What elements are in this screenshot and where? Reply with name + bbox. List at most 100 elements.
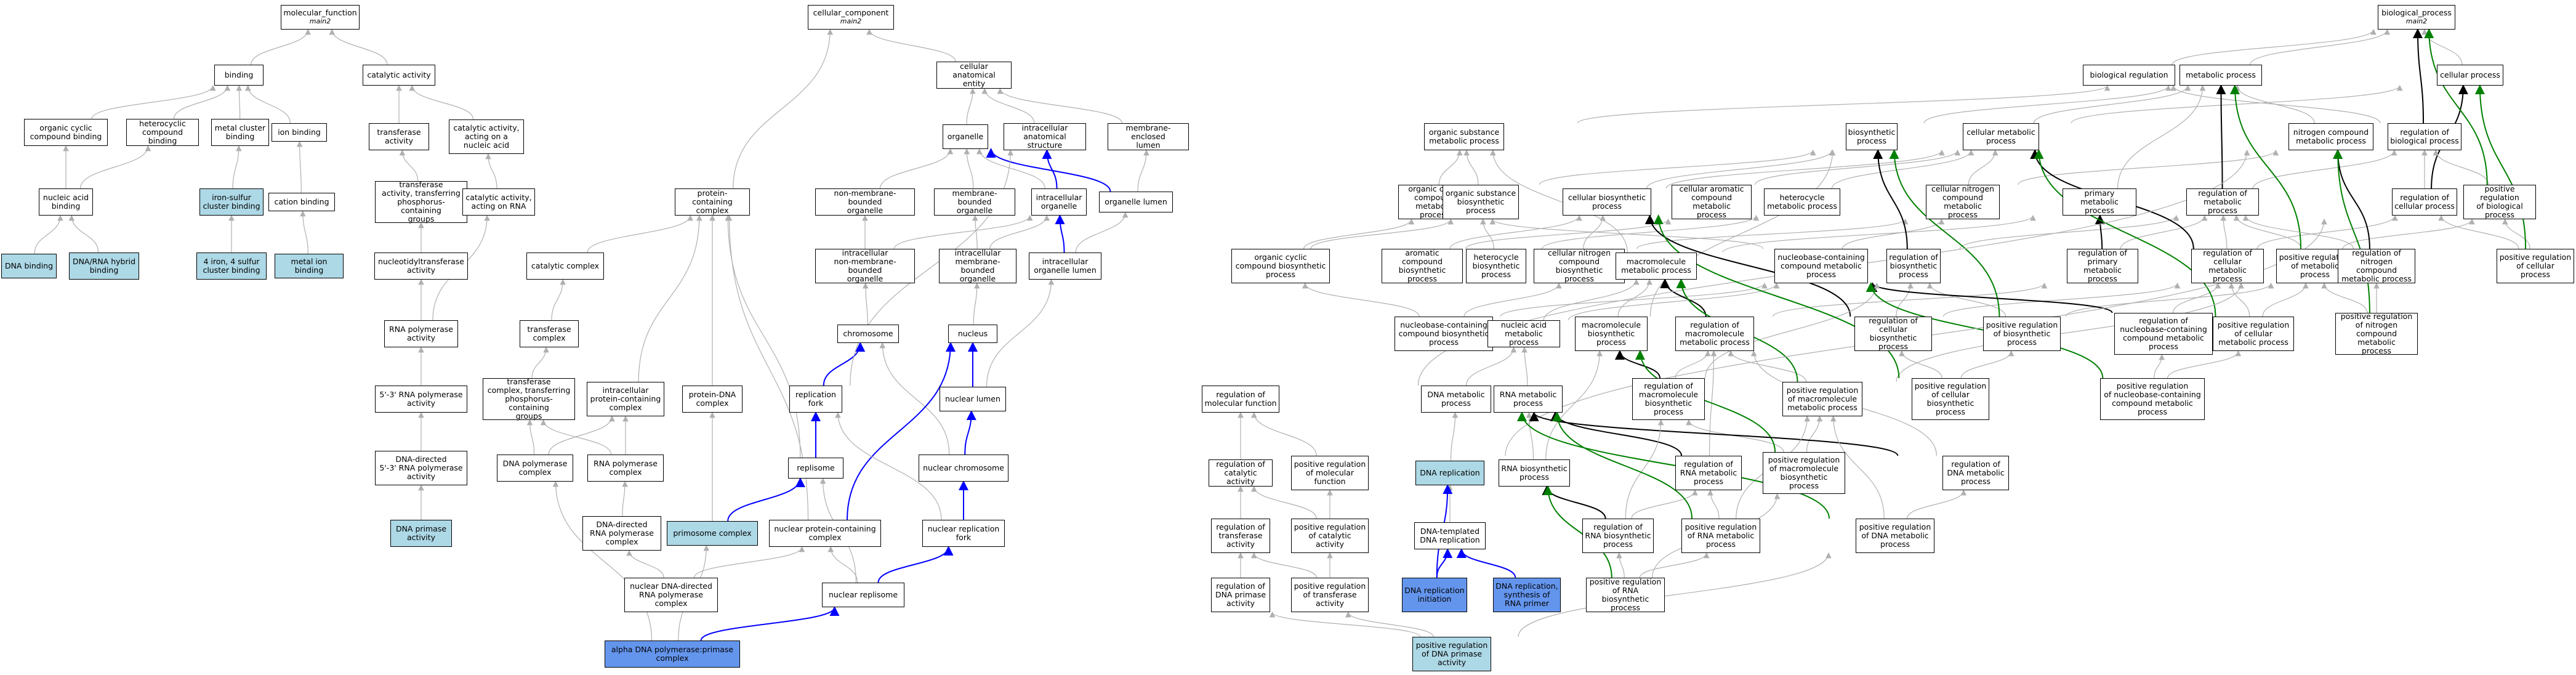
term-node-nrf[interactable]: nuclear replication fork	[922, 520, 1005, 547]
term-node-nrep[interactable]: nuclear replisome	[822, 583, 904, 607]
term-node-repf[interactable]: replication fork	[789, 386, 842, 413]
term-node-pregmmp[interactable]: positive regulation of macromolecule met…	[1782, 382, 1862, 416]
term-node-io[interactable]: intracellular organelle	[1031, 188, 1087, 216]
term-node-dnarna[interactable]: DNA/RNA hybrid binding	[69, 253, 139, 280]
term-node-nbcbp[interactable]: nucleobase-containing compound biosynthe…	[1395, 317, 1493, 351]
term-node-dnasyn[interactable]: DNA replication, synthesis of RNA primer	[1493, 578, 1561, 612]
term-node-inmbo[interactable]: intracellular non-membrane-bounded organ…	[815, 249, 915, 283]
term-node-ddrnapcx[interactable]: DNA-directed RNA polymerase complex	[582, 516, 661, 551]
term-node-regbsp[interactable]: regulation of biosynthetic process	[1886, 249, 1941, 283]
term-node-regmp[interactable]: regulation of metabolic process	[2186, 188, 2259, 216]
term-node-rnabp[interactable]: RNA biosynthetic process	[1499, 459, 1570, 487]
term-node-mbp[interactable]: macromolecule biosynthetic process	[1575, 317, 1648, 351]
term-node-rnapcx[interactable]: RNA polymerase complex	[587, 455, 664, 482]
term-node-regdnapa[interactable]: regulation of DNA primase activity	[1211, 578, 1270, 612]
term-node-catna[interactable]: catalytic activity, acting on a nucleic …	[449, 119, 524, 154]
term-node-primcx[interactable]: primosome complex	[667, 521, 758, 546]
term-node-cmp[interactable]: cellular metabolic process	[1963, 123, 2039, 150]
term-node-pregncmp[interactable]: positive regulation of nitrogen compound…	[2335, 312, 2418, 355]
term-node-namp[interactable]: nucleic acid metabolic process	[1487, 320, 1560, 347]
term-node-hbp[interactable]: heterocycle biosynthetic process	[1466, 249, 1526, 283]
term-node-dnarep[interactable]: DNA replication	[1415, 461, 1484, 485]
term-node-ttpcx[interactable]: transferase complex, transferring phosph…	[483, 378, 575, 421]
term-node-dnaprim[interactable]: DNA primase activity	[390, 520, 452, 547]
term-node-dnapcx[interactable]: DNA polymerase complex	[497, 455, 573, 482]
term-node-nbcmp[interactable]: nucleobase-containing compound metabolic…	[1774, 249, 1868, 283]
term-node-mp[interactable]: metabolic process	[2180, 65, 2262, 86]
term-node-occbp[interactable]: organic cyclic compound biosynthetic pro…	[1231, 249, 1330, 283]
term-node-cat[interactable]: catalytic activity	[363, 65, 435, 86]
term-node-hcb[interactable]: heterocyclic compound binding	[126, 119, 199, 146]
term-node-nl[interactable]: nuclear lumen	[940, 387, 1006, 411]
term-node-pregmbp[interactable]: positive regulation of macromolecule bio…	[1763, 452, 1845, 494]
term-node-rnamp[interactable]: RNA metabolic process	[1494, 386, 1563, 413]
term-node-dtdnarep[interactable]: DNA-templated DNA replication	[1414, 522, 1486, 549]
term-node-cp[interactable]: cellular process	[2437, 65, 2503, 86]
term-node-regmmp[interactable]: regulation of macromolecule metabolic pr…	[1675, 317, 1754, 351]
term-node-regmf[interactable]: regulation of molecular function	[1202, 386, 1279, 413]
term-node-tpcg[interactable]: transferase activity, transferring phosp…	[375, 180, 467, 224]
term-node-pdna[interactable]: protein-DNA complex	[682, 386, 743, 413]
term-node-regbp[interactable]: regulation of biological process	[2388, 123, 2461, 150]
term-node-nmbo[interactable]: non-membrane-bounded organelle	[815, 188, 915, 216]
term-node-org[interactable]: organelle	[943, 124, 988, 149]
term-node-regrnamp[interactable]: regulation of RNA metabolic process	[1675, 456, 1742, 490]
term-node-regncmp[interactable]: regulation of nitrogen compound metaboli…	[2338, 249, 2415, 283]
term-node-chrom[interactable]: chromosome	[837, 325, 899, 343]
term-node-bind[interactable]: binding	[214, 65, 264, 86]
term-node-pregca[interactable]: positive regulation of catalytic activit…	[1291, 519, 1369, 553]
term-node-catcx[interactable]: catalytic complex	[526, 253, 604, 280]
term-node-ncmp[interactable]: nitrogen compound metabolic process	[2288, 123, 2373, 150]
term-node-cbp[interactable]: cellular biosynthetic process	[1563, 188, 1651, 216]
term-node-mmp[interactable]: macromolecule metabolic process	[1616, 253, 1697, 280]
term-node-iscb[interactable]: iron-sulfur cluster binding	[199, 188, 264, 216]
term-node-ol[interactable]: organelle lumen	[1099, 192, 1173, 212]
term-node-regdnamp[interactable]: regulation of DNA metabolic process	[1942, 456, 2009, 490]
term-node-rnap53[interactable]: 5'-3' RNA polymerase activity	[375, 386, 467, 413]
term-node-pregrnabp[interactable]: positive regulation of RNA biosynthetic …	[1586, 578, 1665, 612]
term-node-pregnbc[interactable]: positive regulation of nucleobase-contai…	[2100, 378, 2205, 420]
term-node-nab[interactable]: nucleic acid binding	[39, 188, 93, 216]
term-node-cacmp[interactable]: cellular aromatic compound metabolic pro…	[1672, 185, 1752, 219]
term-node-acbp[interactable]: aromatic compound biosynthetic process	[1382, 249, 1463, 283]
term-node-ipcc[interactable]: intracellular protein-containing complex	[587, 382, 664, 416]
term-node-osmp[interactable]: organic substance metabolic process	[1424, 123, 1504, 150]
term-node-adp[interactable]: alpha DNA polymerase:primase complex	[605, 641, 740, 668]
term-node-repl[interactable]: replisome	[788, 458, 843, 479]
term-node-fe4s4[interactable]: 4 iron, 4 sulfur cluster binding	[196, 253, 267, 280]
term-node-mib[interactable]: metal ion binding	[275, 254, 344, 278]
term-node-pregcmp[interactable]: positive regulation of cellular metaboli…	[2213, 317, 2294, 351]
term-node-pregrnamp[interactable]: positive regulation of RNA metabolic pro…	[1681, 519, 1760, 553]
term-node-regnbc[interactable]: regulation of nucleobase-containing comp…	[2114, 313, 2213, 355]
term-node-regcmp[interactable]: regulation of cellular metabolic process	[2191, 249, 2264, 283]
term-node-imbo[interactable]: intracellular membrane-bounded organelle	[939, 249, 1016, 283]
term-node-regpmp[interactable]: regulation of primary metabolic process	[2067, 249, 2138, 283]
term-node-cationb[interactable]: cation binding	[268, 193, 335, 211]
term-node-transf[interactable]: transferase activity	[369, 123, 429, 150]
term-node-nddrnap[interactable]: nuclear DNA-directed RNA polymerase comp…	[624, 578, 718, 612]
term-node-regrnabp[interactable]: regulation of RNA biosynthetic process	[1582, 519, 1654, 553]
term-node-pregcp[interactable]: positive regulation of cellular process	[2497, 249, 2574, 283]
term-node-iol[interactable]: intracellular organelle lumen	[1029, 253, 1101, 280]
term-node-catrna[interactable]: catalytic activity, acting on RNA	[462, 188, 535, 216]
term-node-pregdnamp[interactable]: positive regulation of DNA metabolic pro…	[1856, 519, 1934, 553]
term-node-pregbp[interactable]: positive regulation of biological proces…	[2463, 185, 2536, 219]
term-node-ntt[interactable]: nucleotidyltransferase activity	[374, 253, 468, 280]
term-node-rnapa[interactable]: RNA polymerase activity	[384, 320, 458, 347]
term-node-regta[interactable]: regulation of transferase activity	[1211, 519, 1270, 553]
term-node-mel[interactable]: membrane-enclosed lumen	[1108, 123, 1189, 150]
term-node-dnaini[interactable]: DNA replication initiation	[1402, 578, 1467, 612]
term-node-osbp[interactable]: organic substance biosynthetic process	[1443, 185, 1519, 219]
term-node-dnab[interactable]: DNA binding	[1, 254, 57, 278]
term-node-nchrom[interactable]: nuclear chromosome	[919, 455, 1008, 482]
term-node-ias[interactable]: intracellular anatomical structure	[1004, 123, 1086, 150]
term-node-regcbp[interactable]: regulation of cellular biosynthetic proc…	[1854, 317, 1932, 351]
term-node-pregdnapa[interactable]: positive regulation of DNA primase activ…	[1412, 637, 1491, 671]
term-node-pregbsp[interactable]: positive regulation of biosynthetic proc…	[1983, 317, 2061, 351]
term-node-nuc[interactable]: nucleus	[948, 325, 997, 343]
term-node-mcb[interactable]: metal cluster binding	[211, 119, 269, 146]
term-node-pregcbp[interactable]: positive regulation of cellular biosynth…	[1912, 378, 1989, 420]
